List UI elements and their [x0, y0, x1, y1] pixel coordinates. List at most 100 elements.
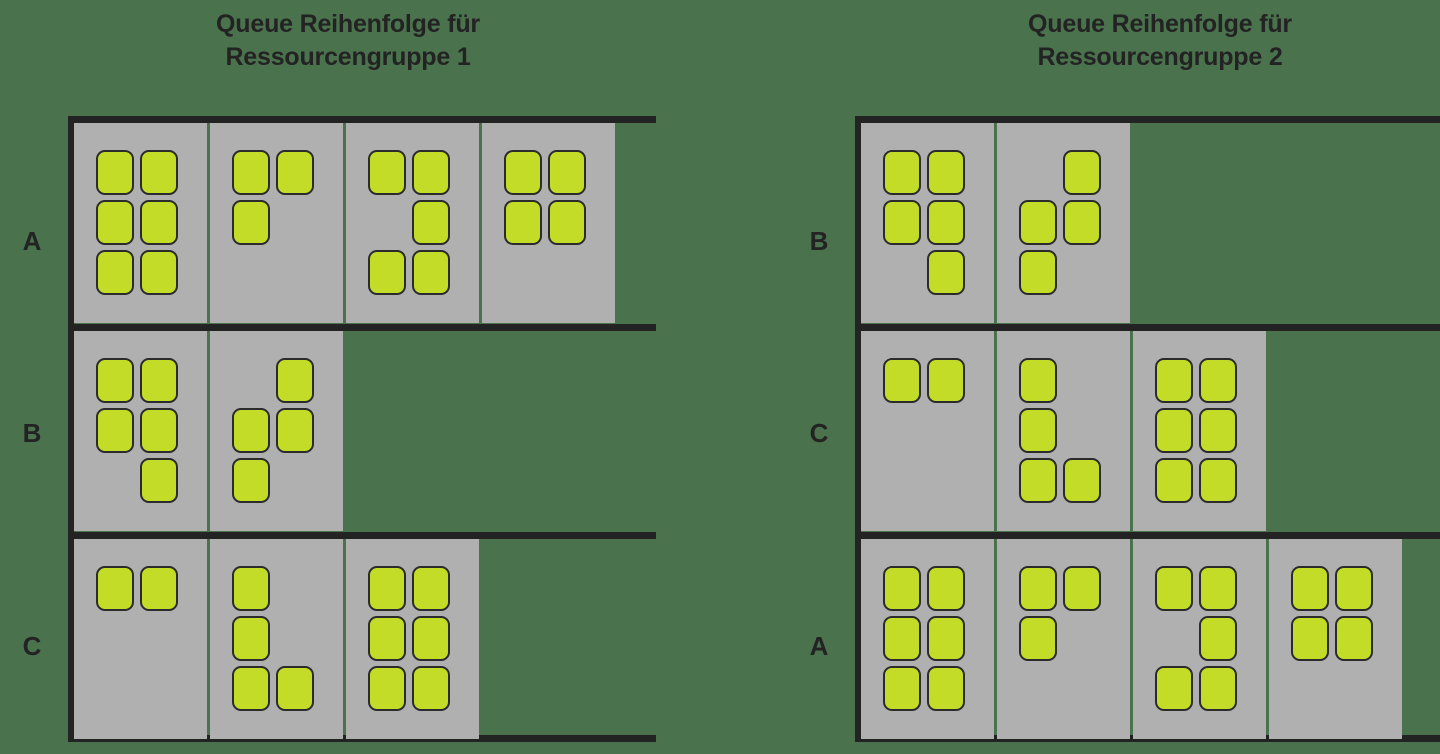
- job-unit[interactable]: [140, 200, 184, 250]
- job-unit[interactable]: [927, 150, 971, 200]
- job-unit[interactable]: [232, 566, 276, 616]
- job-unit[interactable]: [1019, 358, 1063, 408]
- job-unit[interactable]: [1019, 616, 1063, 666]
- job-unit[interactable]: [140, 566, 184, 616]
- job-unit[interactable]: [1155, 458, 1199, 508]
- job-unit[interactable]: [368, 666, 412, 716]
- job-unit[interactable]: [1199, 358, 1243, 408]
- job-unit[interactable]: [232, 150, 276, 200]
- job-unit[interactable]: [276, 666, 320, 716]
- job-unit[interactable]: [412, 666, 456, 716]
- queue-block[interactable]: [210, 123, 343, 323]
- queue-block[interactable]: [997, 331, 1130, 531]
- job-unit[interactable]: [412, 250, 456, 300]
- job-unit[interactable]: [927, 566, 971, 616]
- job-unit[interactable]: [1199, 666, 1243, 716]
- job-unit[interactable]: [883, 150, 927, 200]
- job-unit[interactable]: [1019, 458, 1063, 508]
- job-unit[interactable]: [1063, 566, 1107, 616]
- job-unit[interactable]: [412, 200, 456, 250]
- job-unit[interactable]: [368, 250, 412, 300]
- job-unit[interactable]: [232, 666, 276, 716]
- job-unit[interactable]: [883, 616, 927, 666]
- job-unit[interactable]: [883, 358, 927, 408]
- queue-block[interactable]: [1269, 539, 1402, 739]
- job-unit[interactable]: [1063, 150, 1107, 200]
- queue-block[interactable]: [482, 123, 615, 323]
- job-unit[interactable]: [927, 616, 971, 666]
- job-unit[interactable]: [1199, 458, 1243, 508]
- job-unit[interactable]: [1019, 408, 1063, 458]
- blocks-right-0: [861, 123, 1130, 323]
- job-unit[interactable]: [232, 458, 276, 508]
- job-unit[interactable]: [548, 150, 592, 200]
- job-unit[interactable]: [276, 358, 320, 408]
- job-unit[interactable]: [232, 616, 276, 666]
- job-unit[interactable]: [504, 150, 548, 200]
- job-unit[interactable]: [412, 150, 456, 200]
- job-unit[interactable]: [96, 566, 140, 616]
- job-unit[interactable]: [1155, 358, 1199, 408]
- job-unit[interactable]: [1019, 566, 1063, 616]
- job-unit[interactable]: [927, 200, 971, 250]
- job-unit[interactable]: [1199, 566, 1243, 616]
- job-unit[interactable]: [232, 408, 276, 458]
- queue-block[interactable]: [997, 123, 1130, 323]
- job-unit[interactable]: [412, 566, 456, 616]
- empty-slot: [1063, 250, 1107, 300]
- job-unit[interactable]: [140, 358, 184, 408]
- queue-block[interactable]: [74, 539, 207, 739]
- job-unit[interactable]: [96, 358, 140, 408]
- job-unit[interactable]: [883, 666, 927, 716]
- job-unit[interactable]: [96, 200, 140, 250]
- job-unit[interactable]: [96, 150, 140, 200]
- job-unit[interactable]: [1063, 458, 1107, 508]
- job-unit[interactable]: [368, 566, 412, 616]
- job-unit[interactable]: [927, 250, 971, 300]
- queue-block[interactable]: [1133, 331, 1266, 531]
- queue-block[interactable]: [1133, 539, 1266, 739]
- job-unit[interactable]: [1335, 566, 1379, 616]
- job-unit[interactable]: [1155, 408, 1199, 458]
- job-unit[interactable]: [140, 150, 184, 200]
- job-unit[interactable]: [927, 358, 971, 408]
- empty-slot: [96, 666, 140, 716]
- job-unit[interactable]: [1019, 250, 1063, 300]
- job-unit[interactable]: [1199, 616, 1243, 666]
- job-unit[interactable]: [1291, 616, 1335, 666]
- job-unit[interactable]: [883, 200, 927, 250]
- queue-block[interactable]: [861, 539, 994, 739]
- job-unit[interactable]: [412, 616, 456, 666]
- job-unit[interactable]: [883, 566, 927, 616]
- queue-block[interactable]: [861, 331, 994, 531]
- job-unit[interactable]: [1155, 666, 1199, 716]
- job-unit[interactable]: [1291, 566, 1335, 616]
- job-unit[interactable]: [96, 408, 140, 458]
- queue-block[interactable]: [74, 123, 207, 323]
- job-unit[interactable]: [140, 250, 184, 300]
- job-unit[interactable]: [1335, 616, 1379, 666]
- queue-block[interactable]: [210, 539, 343, 739]
- panel-title-1-line1: Queue Reihenfolge für: [216, 10, 480, 38]
- job-unit[interactable]: [276, 150, 320, 200]
- job-unit[interactable]: [368, 150, 412, 200]
- queue-block[interactable]: [861, 123, 994, 323]
- job-unit[interactable]: [927, 666, 971, 716]
- job-unit[interactable]: [140, 458, 184, 508]
- queue-block[interactable]: [346, 123, 479, 323]
- job-unit[interactable]: [140, 408, 184, 458]
- queue-block[interactable]: [346, 539, 479, 739]
- queue-block[interactable]: [74, 331, 207, 531]
- job-unit[interactable]: [548, 200, 592, 250]
- job-unit[interactable]: [368, 616, 412, 666]
- job-unit[interactable]: [232, 200, 276, 250]
- job-unit[interactable]: [504, 200, 548, 250]
- job-unit[interactable]: [276, 408, 320, 458]
- job-unit[interactable]: [1155, 566, 1199, 616]
- job-unit[interactable]: [1199, 408, 1243, 458]
- job-unit[interactable]: [1063, 200, 1107, 250]
- queue-block[interactable]: [210, 331, 343, 531]
- job-unit[interactable]: [96, 250, 140, 300]
- queue-block[interactable]: [997, 539, 1130, 739]
- job-unit[interactable]: [1019, 200, 1063, 250]
